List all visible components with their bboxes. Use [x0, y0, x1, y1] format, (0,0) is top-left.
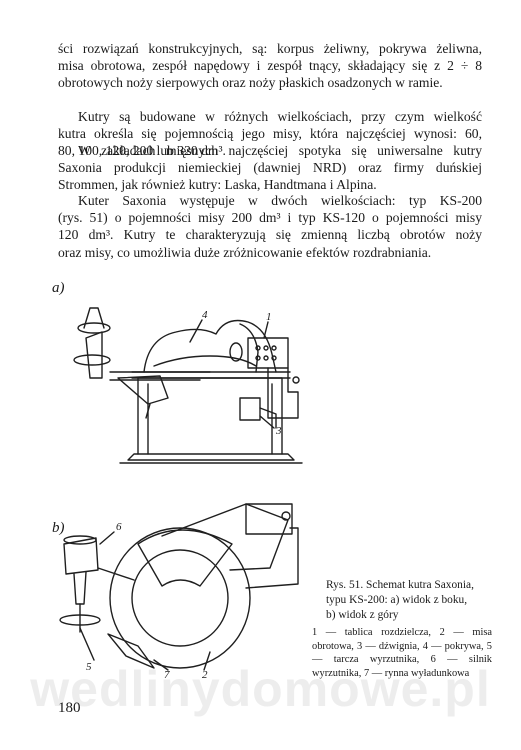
ejector-neck — [83, 307, 105, 329]
control-button — [255, 355, 261, 361]
control-button — [271, 345, 277, 351]
discharge-chute — [117, 375, 169, 405]
pivot — [292, 376, 300, 384]
text-line: misa obrotowa, zespół napędowy i zespół … — [58, 58, 482, 74]
side-view: a) 4 1 3 — [52, 280, 303, 464]
cover-inner — [239, 323, 259, 373]
paragraph-2: Kutry są budowane w różnych wielkościach… — [58, 108, 482, 160]
ejector-motor — [63, 537, 99, 575]
control-box-top — [245, 503, 293, 535]
leader-line — [263, 321, 269, 339]
control-button — [263, 345, 269, 351]
lever-housing — [239, 397, 261, 421]
ejector-disc-top — [77, 322, 111, 334]
leader-line — [259, 415, 275, 429]
part-number-3: 3 — [275, 425, 282, 437]
text-line: oraz misy, co umożliwia duże zróżnicowan… — [58, 244, 432, 260]
figure-label-b: b) — [52, 520, 65, 536]
figure-label-a: a) — [52, 280, 65, 296]
text-line: kutra określa się pojemnością jego misy,… — [58, 126, 482, 142]
part-number-2: 2 — [202, 669, 208, 681]
text-line: obrotowych noży sierpowych oraz noży pła… — [58, 75, 443, 91]
motor-column — [267, 367, 299, 419]
base-plate — [127, 453, 295, 461]
text-line: (rys. 51) o pojemności misy 200 dm³ i ty… — [58, 210, 482, 226]
figure-drawing: a) 4 1 3 — [50, 268, 510, 693]
part-number-7: 7 — [164, 669, 170, 681]
leader-line — [153, 659, 169, 671]
text-line: Saxonia produkcji niemieckiej (dawniej N… — [58, 160, 482, 176]
control-dial — [281, 511, 291, 521]
knife-housing — [161, 503, 289, 571]
part-number-5: 5 — [86, 661, 92, 673]
control-button — [263, 355, 269, 361]
caption-title: Rys. 51. Schemat kutra Saxonia, — [326, 579, 474, 591]
ejector-disc — [73, 354, 111, 366]
cover-dome — [143, 319, 277, 373]
text-line: W zakładach mięsnych najczęściej spotyka… — [78, 143, 482, 158]
motor-neck — [73, 571, 87, 605]
caption-legend: 1 — tablica rozdzielcza, 2 — misa obroto… — [312, 627, 492, 679]
motor-cap — [63, 535, 97, 545]
figure-caption: Rys. 51. Schemat kutra Saxonia, typu KS-… — [312, 578, 492, 680]
lever — [259, 407, 277, 429]
caption-line: typu KS-200: a) widok z boku, — [326, 593, 468, 606]
page-number: 180 — [58, 700, 81, 716]
leader-line — [189, 319, 203, 343]
watermark: wedlinydomowe.pl — [30, 661, 491, 717]
cover-knob — [229, 342, 243, 362]
cover-sector — [137, 529, 233, 587]
part-number-1: 1 — [266, 311, 272, 323]
control-button — [255, 345, 261, 351]
top-view: b) 6 5 7 2 — [52, 503, 299, 681]
text-line: 120 dm³. Kutry te charakteryzują się zmi… — [58, 227, 482, 243]
part-number-6: 6 — [116, 521, 122, 533]
cutter-schematic: a) 4 1 3 — [52, 280, 303, 681]
text-line: Kutry są budowane w różnych wielkościach… — [78, 109, 482, 124]
text-line: Strommen, jak również kutry: Laska, Hand… — [58, 177, 377, 193]
caption-line: b) widok z góry — [326, 608, 399, 621]
text-line: Kuter Saxonia występuje w dwóch wielkośc… — [78, 193, 482, 208]
paragraph-3: W zakładach mięsnych najczęściej spotyka… — [58, 142, 482, 194]
paragraph-4: Kuter Saxonia występuje w dwóch wielkośc… — [58, 192, 482, 261]
control-button — [271, 355, 277, 361]
leader-line — [79, 627, 95, 661]
paragraph-1: ści rozwiązań konstrukcyjnych, są: korpu… — [58, 40, 482, 92]
leader-line — [99, 531, 115, 545]
text-line: 80, 100, 120, 200 lub 320 dm³. — [58, 143, 226, 159]
bowl-outer — [109, 527, 251, 669]
text-line: ści rozwiązań konstrukcyjnych, są: korpu… — [58, 41, 482, 56]
bowl-side — [153, 355, 257, 367]
ejector-arm — [109, 371, 211, 381]
leader-line — [203, 651, 211, 671]
discharge-chute-top — [107, 633, 155, 669]
chute-leg — [145, 403, 151, 419]
bowl-inner — [131, 549, 229, 647]
arm — [97, 567, 135, 581]
part-number-4: 4 — [202, 309, 208, 321]
frame — [245, 527, 299, 589]
